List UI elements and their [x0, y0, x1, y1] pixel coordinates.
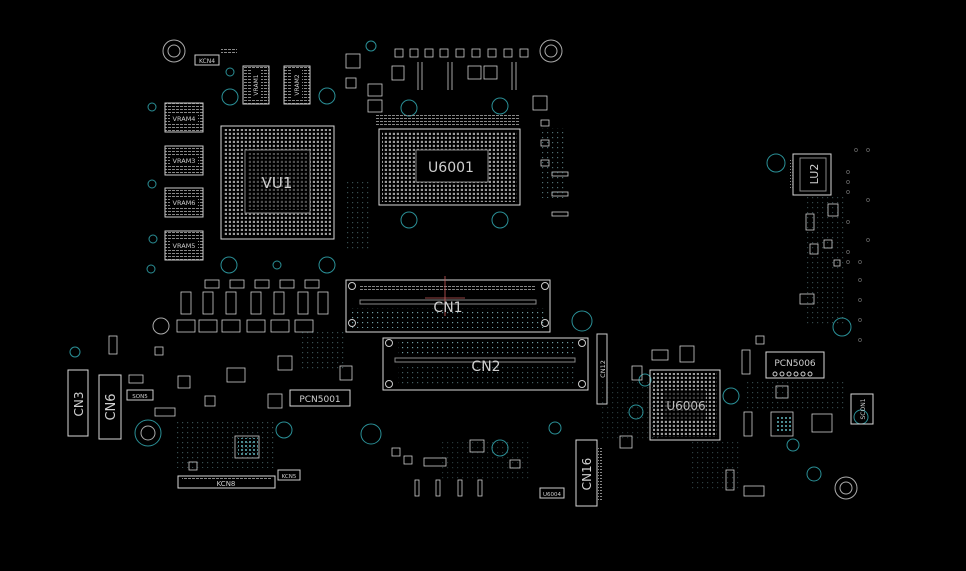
u6001-label: U6001	[428, 160, 474, 176]
svg-text:VRAM5: VRAM5	[173, 242, 196, 250]
vram3: VRAM3	[164, 145, 204, 176]
vram1: VRAM1	[242, 65, 270, 105]
via-columns	[846, 148, 870, 342]
svg-text:KCN4: KCN4	[199, 58, 215, 65]
chip-u6006[interactable]: U6006	[649, 369, 721, 441]
cpu-u6001[interactable]: U6001	[375, 115, 521, 206]
svg-text:VRAM2: VRAM2	[294, 74, 301, 95]
svg-text:KCN5: KCN5	[282, 474, 297, 480]
connector-son5[interactable]: SON5	[126, 389, 154, 401]
svg-text:CN3: CN3	[72, 392, 86, 417]
svg-text:VRAM4: VRAM4	[173, 115, 196, 123]
svg-text:CN16: CN16	[580, 458, 594, 491]
vram6: VRAM6	[164, 187, 204, 218]
svg-text:SON5: SON5	[132, 394, 148, 400]
svg-text:CN12: CN12	[599, 360, 607, 378]
connector-pcn5006[interactable]: PCN5006	[765, 351, 825, 379]
svg-text:VRAM3: VRAM3	[173, 157, 196, 165]
svg-text:VRAM6: VRAM6	[173, 199, 196, 207]
vram5: VRAM5	[164, 230, 204, 261]
mounting-hole-tl	[162, 39, 186, 63]
vram-chips[interactable]: VRAM4 VRAM3 VRAM6 VRAM5 VRAM1 VRAM2	[164, 65, 311, 261]
svg-text:VRAM1: VRAM1	[253, 74, 260, 95]
connector-cn16[interactable]: CN16	[575, 439, 602, 507]
connector-kcn5[interactable]: KCN5	[277, 469, 301, 481]
connector-cn1[interactable]: CN1	[345, 276, 551, 333]
u6006-label: U6006	[666, 399, 705, 413]
cn1-label: CN1	[433, 300, 462, 316]
chip-lu2[interactable]: LU2	[790, 153, 832, 196]
mounting-holes	[134, 39, 858, 500]
connector-pcn5001[interactable]: PCN5001	[289, 389, 351, 407]
svg-text:PCN5001: PCN5001	[299, 395, 340, 405]
mounting-hole-bl	[134, 419, 162, 447]
svg-text:CN6: CN6	[104, 393, 119, 420]
connector-cn2[interactable]: CN2	[382, 337, 589, 391]
mounting-hole-br	[834, 476, 858, 500]
connector-scon1[interactable]: SCON1	[850, 393, 874, 425]
svg-text:PCN5006: PCN5006	[774, 359, 816, 369]
vram4: VRAM4	[164, 102, 204, 133]
pad-clusters	[176, 128, 845, 490]
svg-text:U6004: U6004	[543, 492, 562, 498]
svg-text:KCN8: KCN8	[217, 480, 236, 488]
gpu-vu1[interactable]: VU1	[220, 125, 335, 240]
svg-text:LU2: LU2	[808, 164, 821, 185]
connector-cn3[interactable]: CN3	[67, 369, 89, 437]
connector-kcn8[interactable]: KCN8	[177, 475, 276, 489]
connector-cn6[interactable]: CN6	[98, 374, 122, 440]
svg-text:SCON1: SCON1	[860, 398, 867, 419]
connector-kcn4[interactable]: KCN4	[194, 47, 237, 66]
chip-u6004[interactable]: U6004	[539, 487, 565, 499]
mounting-hole-tr	[539, 39, 563, 63]
vram2: VRAM2	[283, 65, 311, 105]
cn2-label: CN2	[471, 359, 500, 375]
vu1-label: VU1	[262, 174, 293, 192]
mounting-hole-mid	[152, 317, 170, 335]
